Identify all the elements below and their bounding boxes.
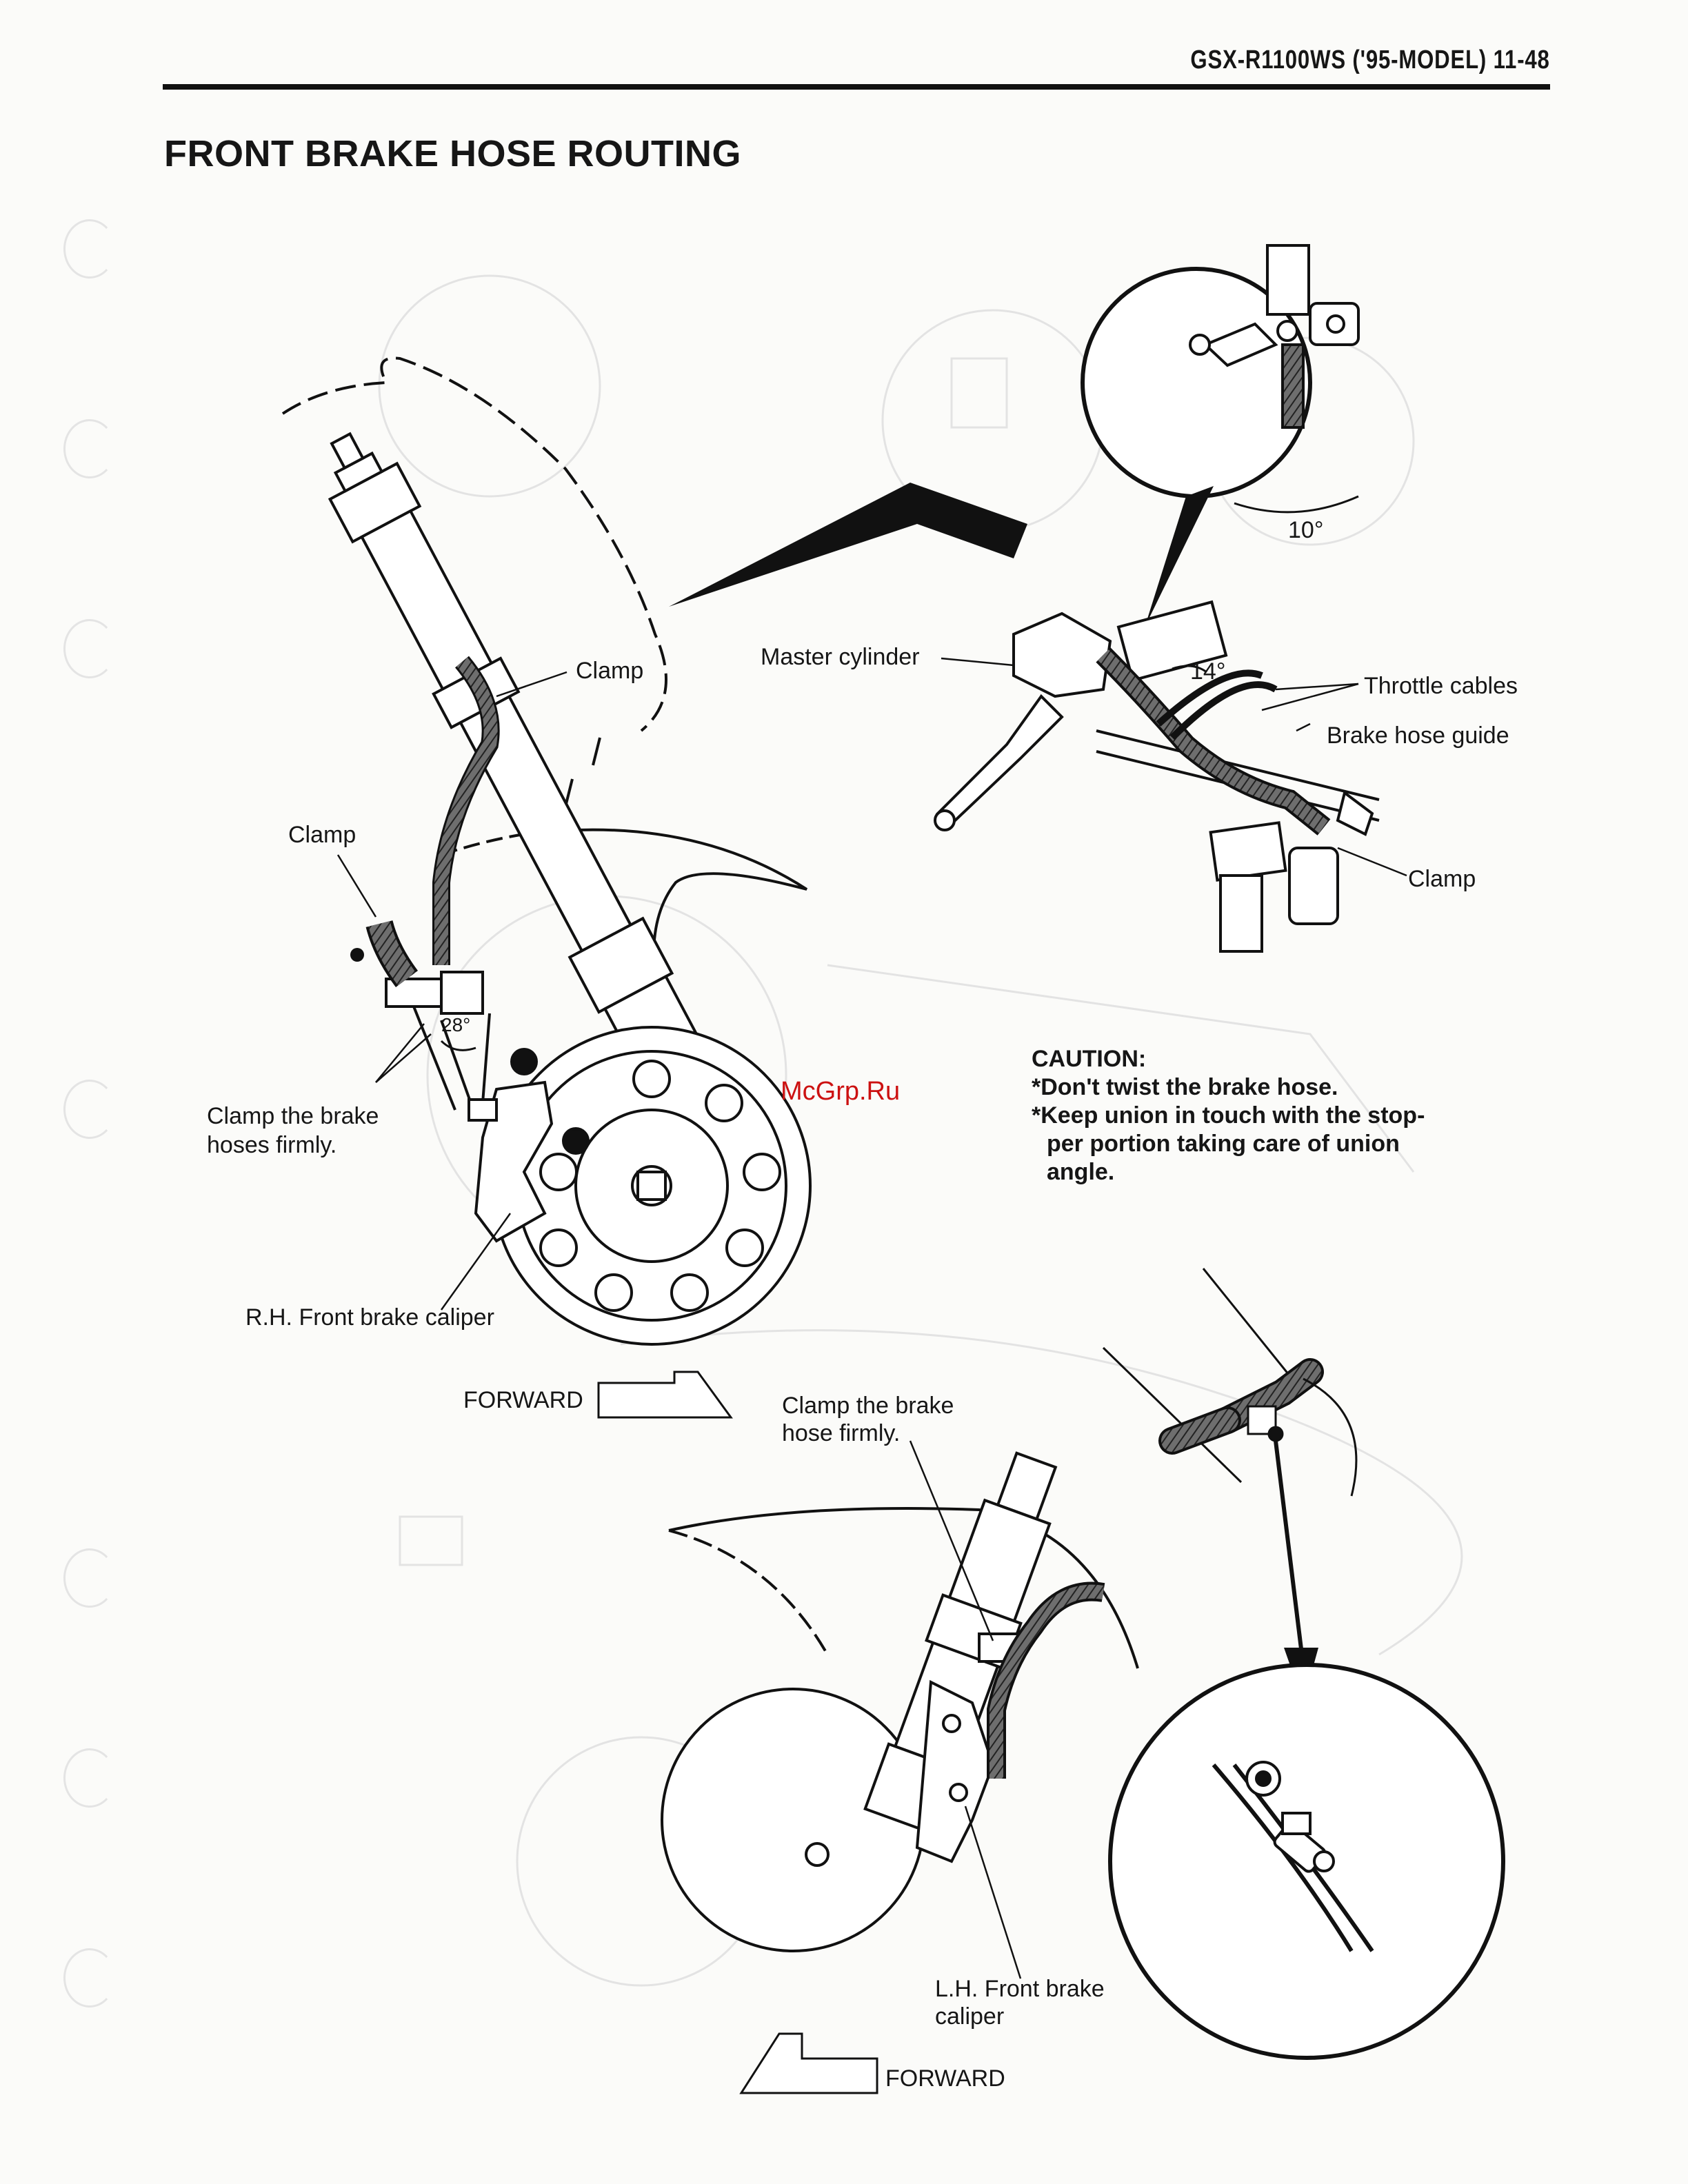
page-header: GSX-R1100WS ('95-MODEL) 11-48	[1190, 46, 1550, 74]
master-cylinder-assembly	[934, 600, 1380, 953]
forward-arrow-top	[597, 1371, 733, 1419]
leader-lines-right	[941, 657, 1407, 877]
caution-line-1: *Don't twist the brake hose.	[1032, 1074, 1338, 1100]
label-clamp-hose-2: hose firmly.	[782, 1420, 901, 1446]
binder-hole	[63, 619, 116, 678]
caution-heading: CAUTION:	[1032, 1046, 1147, 1072]
label-rh-caliper: R.H. Front brake caliper	[245, 1304, 494, 1331]
label-clamp-right: Clamp	[1408, 866, 1476, 892]
label-lh-caliper-1: L.H. Front brake	[935, 1976, 1105, 2002]
caution-line-3: per portion taking care of union	[1047, 1131, 1400, 1157]
binder-hole	[63, 1948, 116, 2008]
label-lh-caliper-2: caliper	[935, 2003, 1005, 2030]
master-union-detail	[1189, 244, 1360, 514]
label-throttle-cables: Throttle cables	[1364, 673, 1518, 699]
header-rule	[163, 84, 1550, 90]
detail-pointer-top	[1145, 486, 1214, 627]
label-brake-hose-guide: Brake hose guide	[1327, 722, 1509, 749]
throttle-cable	[1156, 669, 1263, 727]
binder-hole	[63, 419, 116, 478]
clamp-detail	[1212, 1761, 1374, 1952]
rh-fork-assembly	[281, 356, 812, 1346]
watermark: McGrp.Ru	[781, 1077, 901, 1106]
pointer-arrow-to-master-cylinder	[669, 483, 1027, 607]
label-clamp-hose-1: Clamp the brake	[782, 1393, 954, 1419]
detail-pointer-bottom-line	[1274, 1440, 1304, 1655]
label-forward-top: FORWARD	[463, 1387, 583, 1413]
label-clamp-top: Clamp	[576, 658, 644, 684]
binder-hole	[63, 1748, 116, 1808]
leader-lines-bottom	[909, 1440, 1022, 1979]
disc-holes	[539, 1060, 781, 1312]
caution-line-2: *Keep union in touch with the stop-	[1032, 1102, 1425, 1129]
caution-line-4: angle.	[1047, 1159, 1115, 1185]
binder-hole	[63, 1548, 116, 1608]
leader-lines-left	[336, 671, 567, 1311]
forward-arrow-bottom	[739, 2032, 878, 2094]
clamp-hose-detail-upper	[1102, 1268, 1358, 1497]
throttle-cable	[1169, 681, 1278, 740]
label-clamp-left: Clamp	[288, 822, 356, 848]
label-angle-10: 10°	[1288, 517, 1324, 543]
clamp-bolt	[350, 948, 364, 962]
angle-28-arc	[440, 1040, 476, 1051]
label-clamp-hoses-2: hoses firmly.	[207, 1132, 337, 1158]
binder-hole	[63, 219, 116, 279]
label-forward-bottom: FORWARD	[885, 2065, 1005, 2092]
label-angle-28: 28°	[441, 1014, 471, 1035]
lh-fork-assembly	[661, 1451, 1139, 1952]
label-clamp-hoses-1: Clamp the brake	[207, 1103, 379, 1129]
label-master-cylinder: Master cylinder	[761, 644, 920, 670]
label-angle-14: 14°	[1190, 658, 1226, 685]
angle-14-arc	[1172, 665, 1207, 674]
binder-hole	[63, 1080, 116, 1139]
section-title: FRONT BRAKE HOSE ROUTING	[164, 133, 742, 174]
